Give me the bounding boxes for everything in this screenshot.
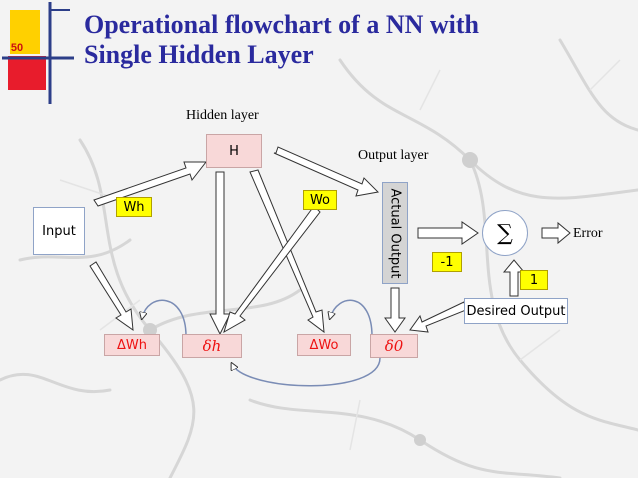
- delta-wh-box: ΔWh: [104, 334, 160, 356]
- weight-wo-label: Wo: [309, 192, 331, 208]
- constant-one-label: 1: [529, 272, 539, 288]
- arrow-input-to-dwh: [89, 261, 134, 332]
- arrow-hidden-to-output: [273, 146, 380, 197]
- delta-o-box: δ0: [370, 334, 418, 358]
- delta-wh-label: ΔWh: [117, 337, 147, 353]
- actual-output-label: Actual Output: [387, 187, 403, 279]
- input-node: Input: [33, 207, 85, 255]
- weight-wo-box: Wo: [303, 190, 337, 210]
- slide-number-marker: [2, 2, 74, 104]
- weight-wh-label: Wh: [123, 199, 145, 215]
- arrow-input-to-hidden: [93, 161, 208, 207]
- arrow-wo-to-delta-h: [223, 205, 321, 334]
- sum-symbol: ∑: [497, 220, 513, 246]
- input-node-label: Input: [42, 223, 76, 239]
- constant-minus-one-label: -1: [440, 254, 454, 270]
- actual-output-node: Actual Output: [382, 182, 408, 284]
- hidden-node: H: [206, 134, 262, 168]
- constant-one-box: 1: [520, 270, 548, 290]
- hidden-layer-label: Hidden layer: [186, 108, 259, 123]
- desired-output-node: Desired Output: [464, 298, 568, 324]
- error-label: Error: [573, 226, 603, 241]
- weight-wh-box: Wh: [116, 197, 152, 217]
- arrow-desired-to-delta-o: [409, 301, 467, 333]
- arrow-hidden-to-delta-h: [209, 171, 231, 336]
- delta-wo-label: ΔWo: [309, 337, 339, 353]
- arrow-sum-to-error: [541, 221, 571, 245]
- slide-title-line2: Single Hidden Layer: [84, 40, 314, 69]
- hidden-node-label: H: [229, 143, 239, 159]
- delta-h-box: δh: [182, 334, 242, 358]
- desired-output-label: Desired Output: [466, 303, 566, 319]
- slide-title-line1: Operational flowchart of a NN with: [84, 10, 480, 39]
- output-layer-label: Output layer: [358, 148, 429, 163]
- arrow-actual-to-sum: [417, 221, 479, 245]
- delta-o-label: δ0: [384, 337, 404, 355]
- slide-number: 50: [10, 42, 24, 54]
- arrow-desired-to-sum: [502, 259, 526, 297]
- slide-title: Operational flowchart of a NN with Singl…: [84, 10, 624, 70]
- arc-delta-o-to-dwo: [330, 299, 373, 337]
- arc-delta-o-to-delta-h: [232, 357, 381, 387]
- arrow-actual-to-delta-o: [384, 287, 406, 333]
- arc-delta-h-to-dwh: [142, 299, 187, 337]
- delta-wo-box: ΔWo: [297, 334, 351, 356]
- sum-node: ∑: [482, 210, 528, 256]
- constant-minus-one-box: -1: [432, 252, 462, 272]
- delta-h-label: δh: [202, 337, 222, 355]
